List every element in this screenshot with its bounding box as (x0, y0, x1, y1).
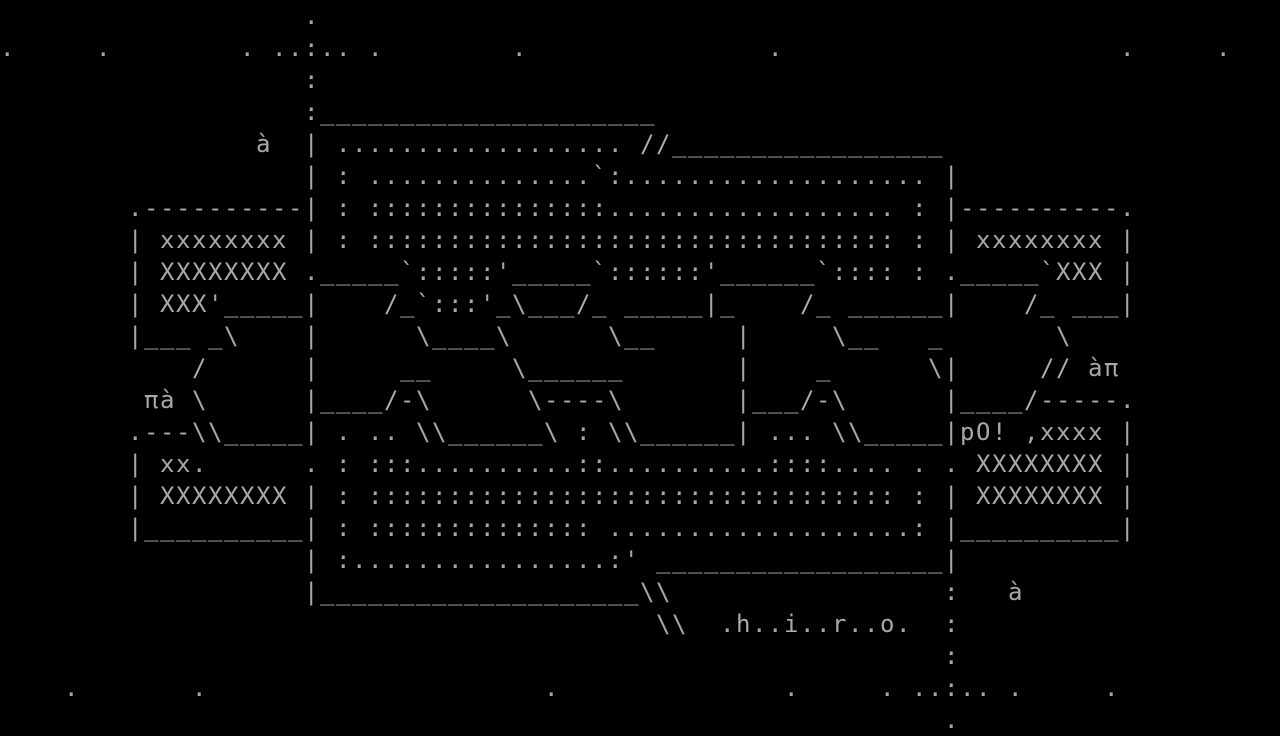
ascii-line: |____________________\\ : à (0, 578, 1024, 606)
ascii-line: | xx. . : :::..........::..........::::.… (0, 450, 1136, 478)
ascii-line: : (0, 642, 960, 670)
ascii-line: . . . . . ..:.. . . (0, 674, 1120, 702)
ascii-line: / | __ \______ | _ \| // àπ (0, 354, 1120, 382)
ascii-line: . (0, 706, 960, 734)
ascii-line: . . . ..:.. . . . . . (0, 34, 1232, 62)
ascii-line: | XXX'_____| /_`:::'_\___/_ _____|_ /_ _… (0, 290, 1136, 318)
ascii-line: .---\\_____| . .. \\______\ : \\______| … (0, 418, 1136, 446)
ascii-line: : (0, 66, 320, 94)
ascii-line: .----------| : :::::::::::::::..........… (0, 194, 1136, 222)
ascii-line: | xxxxxxxx | : :::::::::::::::::::::::::… (0, 226, 1136, 254)
ascii-line: | XXXXXXXX ._____`:::::'_____`::::::'___… (0, 258, 1136, 286)
ascii-line: | : ..............`:................... … (0, 162, 960, 190)
ascii-line: | XXXXXXXX | : :::::::::::::::::::::::::… (0, 482, 1136, 510)
ascii-line: :_____________________ (0, 98, 656, 126)
ascii-line: à | .................. //_______________… (0, 130, 944, 158)
ascii-line: | :................:' __________________… (0, 546, 960, 574)
artist-signature-line: \\ .h..i..r..o. : (0, 610, 960, 638)
ascii-line: πà \ |____/-\ \----\ |___/-\ |____/-----… (0, 386, 1136, 414)
ascii-line: |__________| : :::::::::::::: ..........… (0, 514, 1136, 542)
ascii-line: . (0, 2, 320, 30)
ascii-line: |___ _\ | \____\ \__ | \__ _ \ (0, 322, 1072, 350)
